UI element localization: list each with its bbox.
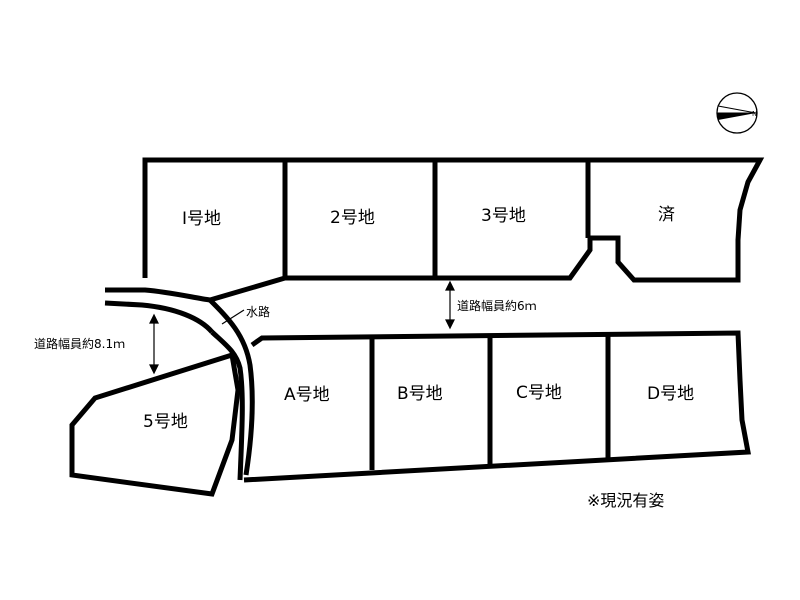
waterway-leader-line bbox=[221, 309, 245, 325]
arrowhead-main-bottom bbox=[445, 319, 455, 330]
north-block-outline bbox=[142, 157, 765, 303]
lotD-label: D号地 bbox=[647, 384, 694, 404]
lot5-outline bbox=[69, 351, 241, 497]
waterway-edge-right bbox=[210, 330, 245, 481]
arrowhead-side-top bbox=[149, 313, 159, 324]
lot2-label: 2号地 bbox=[330, 208, 375, 228]
road-width-side-label: 道路幅員約8.1ｍ bbox=[34, 336, 125, 351]
road-edge-lower bbox=[104, 300, 214, 334]
lot1-label: Ⅰ号地 bbox=[182, 209, 221, 229]
north-arrow-icon: N bbox=[716, 92, 758, 134]
south-block-outline bbox=[243, 330, 751, 483]
waterway-label: 水路 bbox=[246, 304, 270, 319]
lot3-label: 3号地 bbox=[481, 206, 526, 226]
status-note: ※現況有姿 bbox=[587, 491, 664, 510]
lotA-label: A号地 bbox=[284, 385, 330, 405]
lotB-label: B号地 bbox=[397, 384, 443, 404]
north-letter: N bbox=[752, 110, 757, 118]
arrowhead-main-top bbox=[445, 280, 455, 291]
lotC-label: C号地 bbox=[516, 383, 562, 403]
lot5-label: 5号地 bbox=[143, 412, 188, 432]
waterway-edge-left bbox=[208, 298, 255, 476]
arrowhead-side-bottom bbox=[149, 364, 159, 375]
lot-done-label: 済 bbox=[658, 205, 675, 225]
road-width-main-label: 道路幅員約6ｍ bbox=[457, 298, 537, 313]
road-edge-upper bbox=[105, 287, 211, 303]
